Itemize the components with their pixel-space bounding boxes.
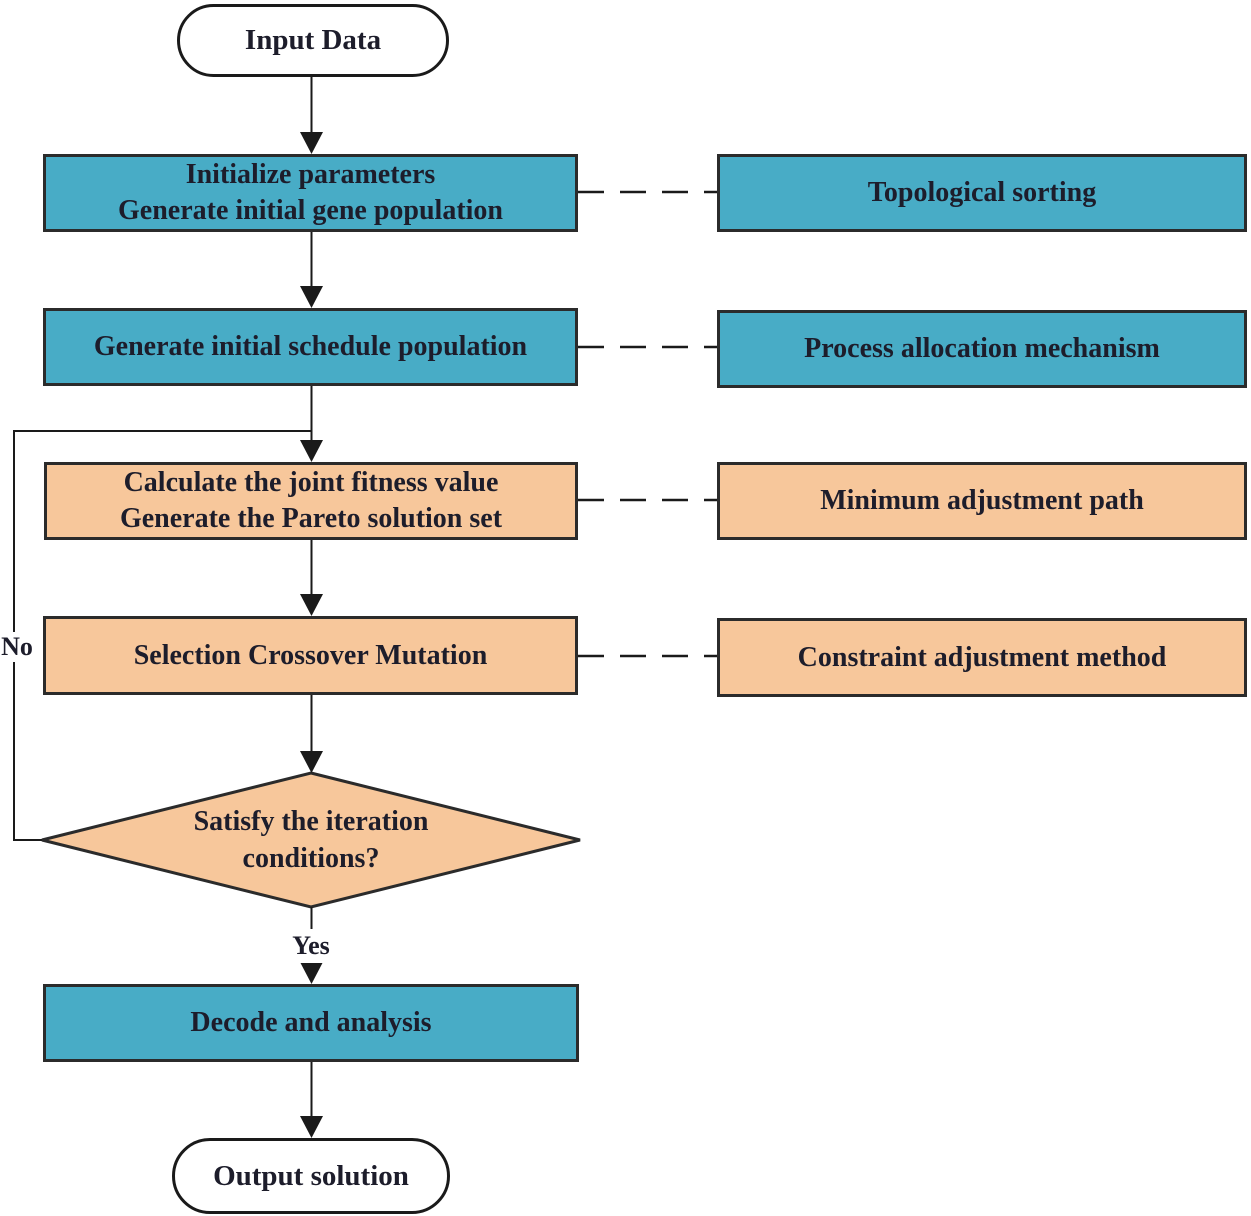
flow-lines bbox=[13, 77, 313, 1120]
process-line: Initialize parameters bbox=[185, 159, 436, 190]
process-line: Generate initial gene population bbox=[118, 195, 503, 226]
process-label: Generate initial schedule population bbox=[93, 331, 528, 362]
process-generate-schedule-population: Generate initial schedule population bbox=[43, 308, 578, 386]
start-node-input-data: Input Data bbox=[177, 4, 449, 77]
annotation-label: Minimum adjustment path bbox=[820, 485, 1144, 516]
process-label: Decode and analysis bbox=[190, 1007, 432, 1038]
arrowhead-into-initialize bbox=[300, 132, 323, 154]
decision-line: Satisfy the iteration bbox=[193, 806, 429, 837]
process-initialize-parameters: Initialize parameters Generate initial g… bbox=[43, 154, 578, 232]
arrowhead-into-decode bbox=[300, 962, 323, 984]
decision-line: conditions? bbox=[242, 843, 380, 874]
annotation-constraint-adjustment: Constraint adjustment method bbox=[717, 618, 1247, 697]
dashed-connectors bbox=[578, 190, 717, 658]
edge-label-no: No bbox=[0, 632, 34, 662]
end-node-label: Output solution bbox=[213, 1159, 409, 1192]
decision-satisfy-iteration: Satisfy the iteration conditions? bbox=[111, 801, 511, 879]
annotation-label: Constraint adjustment method bbox=[797, 641, 1167, 673]
annotation-label: Process allocation mechanism bbox=[804, 333, 1160, 364]
process-line: Calculate the joint fitness value bbox=[123, 467, 499, 498]
arrowhead-into-fitness bbox=[300, 440, 323, 462]
end-node-output-solution: Output solution bbox=[172, 1138, 450, 1214]
start-node-label: Input Data bbox=[244, 24, 382, 56]
annotation-process-allocation: Process allocation mechanism bbox=[717, 310, 1247, 388]
edge-label-no-text: No bbox=[1, 632, 33, 661]
process-line: Generate the Pareto solution set bbox=[119, 503, 503, 534]
edge-label-yes-text: Yes bbox=[292, 931, 330, 960]
annotation-topological-sorting: Topological sorting bbox=[717, 154, 1247, 232]
arrowhead-into-selection bbox=[300, 594, 323, 616]
process-decode-and-analysis: Decode and analysis bbox=[43, 984, 579, 1062]
arrowhead-into-schedule bbox=[300, 286, 323, 308]
process-calculate-fitness: Calculate the joint fitness value Genera… bbox=[44, 462, 578, 540]
process-label: Selection Crossover Mutation bbox=[133, 639, 488, 671]
arrowhead-into-output bbox=[300, 1116, 323, 1138]
annotation-label: Topological sorting bbox=[867, 177, 1097, 208]
edge-label-yes: Yes bbox=[285, 929, 337, 963]
annotation-minimum-adjustment-path: Minimum adjustment path bbox=[717, 462, 1247, 540]
process-selection-crossover-mutation: Selection Crossover Mutation bbox=[43, 616, 578, 695]
arrowhead-into-decision bbox=[300, 751, 323, 773]
arrowheads bbox=[300, 132, 323, 1138]
